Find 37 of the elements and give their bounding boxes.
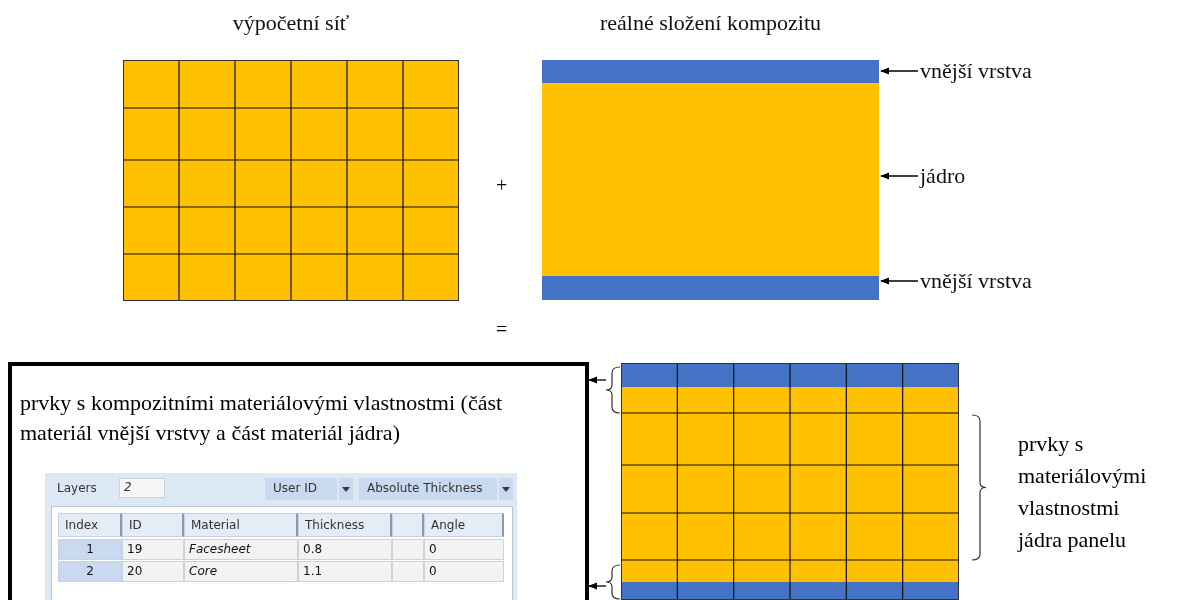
panel-title: reálné složení kompozitu (598, 10, 823, 36)
leader-line (880, 277, 919, 285)
field-label: Layers (57, 481, 97, 495)
equals-sign: = (496, 318, 508, 341)
table-cell: 20 (122, 561, 184, 582)
table-cell: 1.1 (298, 561, 392, 582)
brace-note: prvky s materiálovými vlastnostmi jádra panelu (1018, 430, 1148, 554)
table-cell: 19 (122, 539, 184, 560)
column-header: Material (184, 513, 298, 537)
table-cell: 2 (58, 561, 122, 582)
column-header: ID (122, 513, 184, 537)
callout-text: vnější vrstva (920, 268, 1032, 293)
input-field: 2 (119, 478, 165, 498)
table-cell: 0 (424, 539, 504, 560)
composite-element-panel (8, 362, 589, 600)
dropdown-button: Absolute Thickness (359, 478, 497, 500)
arrow (588, 582, 607, 590)
column-header: Angle (424, 513, 504, 537)
table-cell: 0 (424, 561, 504, 582)
table-cell: Facesheet (184, 539, 298, 560)
plus-sign: + (496, 174, 508, 197)
callout-text: jádro (920, 163, 966, 188)
dropdown-button: User ID (265, 478, 337, 500)
panel-heading: prvky s kompozitními materiálovými vlastnostmi (část materiál vnější vrstvy a část materiál jádra) (20, 389, 504, 447)
table-cell: Core (184, 561, 298, 582)
outer-layer-band (542, 60, 879, 83)
outer-layer-band (542, 276, 879, 300)
leader-line (880, 172, 919, 180)
core-layer (542, 83, 879, 276)
panel-title: výpočetní síť (231, 10, 351, 36)
callout-text: vnější vrstva (920, 58, 1032, 83)
leader-line (880, 67, 919, 75)
arrow (588, 376, 607, 384)
table-cell: 1 (58, 539, 122, 560)
column-header: Thickness (298, 513, 392, 537)
column-header: Index (58, 513, 122, 537)
table-cell: 0.8 (298, 539, 392, 560)
